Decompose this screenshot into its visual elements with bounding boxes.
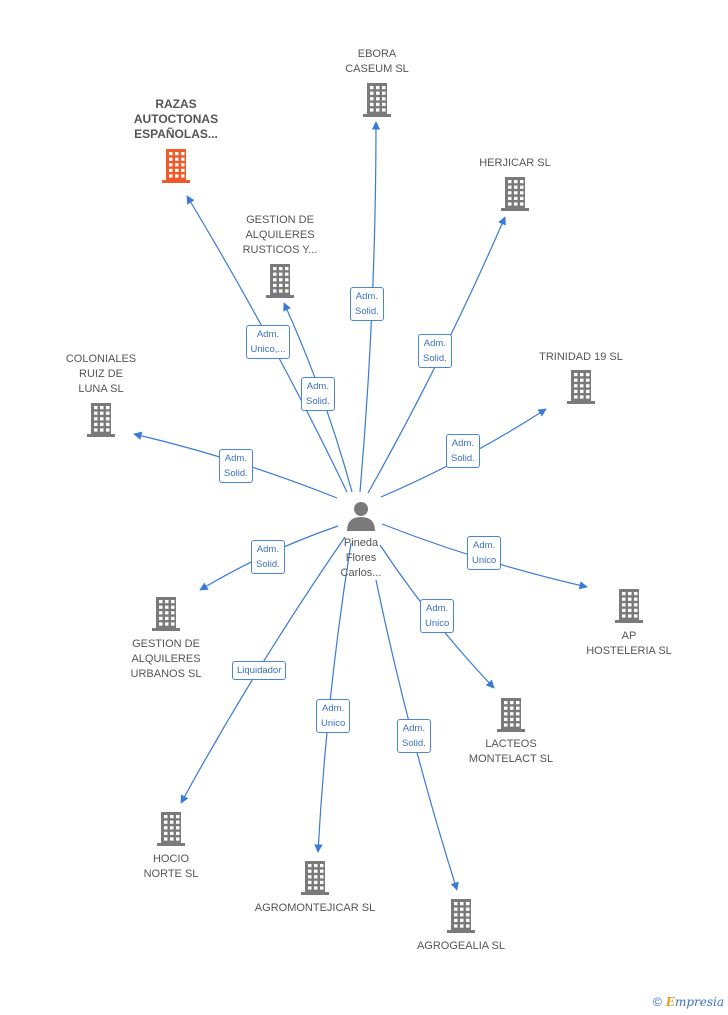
building-icon-agrogealia[interactable] xyxy=(447,899,475,933)
role-text: Adm. xyxy=(402,723,425,734)
role-tag-coloniales[interactable]: Adm. Solid. xyxy=(219,449,253,483)
role-text: Liquidador xyxy=(237,664,282,676)
role-tag-gestion-rusticos[interactable]: Adm. Solid. xyxy=(301,377,335,411)
role-text: Adm. xyxy=(256,544,279,555)
role-text: Adm. xyxy=(306,381,329,392)
role-tag-ap-hosteleria[interactable]: Adm. Unico xyxy=(467,536,502,570)
company-name-line: ESPAÑOLAS... xyxy=(134,127,218,141)
role-text: Adm. xyxy=(473,540,496,551)
company-name-line: HOSTELERIA SL xyxy=(586,645,672,657)
building-icon-herjicar[interactable] xyxy=(501,177,529,211)
company-name-line: LACTEOS xyxy=(485,738,537,750)
role-text: Solid. xyxy=(306,396,330,407)
building-icon-hocio[interactable] xyxy=(157,812,185,846)
company-label-gestion-rusticos[interactable]: GESTION DE ALQUILERES RUSTICOS Y... xyxy=(205,213,355,258)
role-tag-trinidad[interactable]: Adm. Solid. xyxy=(446,434,480,468)
role-tag-hocio[interactable]: Liquidador xyxy=(232,660,287,680)
building-icon-ebora[interactable] xyxy=(363,83,391,117)
role-text: Adm. xyxy=(224,453,247,464)
role-text: Adm. xyxy=(322,703,345,714)
role-tag-agrogealia[interactable]: Adm. Solid. xyxy=(397,719,431,753)
company-label-lacteos[interactable]: LACTEOS MONTELACT SL xyxy=(436,737,586,767)
role-text: Solid. xyxy=(355,306,379,317)
company-label-ap-hosteleria[interactable]: AP HOSTELERIA SL xyxy=(554,629,704,659)
company-name-line: HERJICAR SL xyxy=(479,157,551,169)
role-text: Solid. xyxy=(402,738,426,749)
company-name-line: AGROMONTEJICAR SL xyxy=(254,902,376,914)
role-text: Unico xyxy=(472,555,497,566)
company-name-line: GESTION DE xyxy=(246,214,314,226)
role-tag-ebora[interactable]: Adm. Solid. xyxy=(350,287,384,321)
company-name-line: AP xyxy=(621,630,637,642)
role-tag-agromontejicar[interactable]: Adm. Unico xyxy=(316,699,351,733)
copyright-symbol: © xyxy=(652,995,662,1009)
company-name-line: LUNA SL xyxy=(78,383,124,395)
role-text: Unico,... xyxy=(250,344,286,355)
building-icon-agromontejicar[interactable] xyxy=(301,861,329,895)
building-icon-trinidad[interactable] xyxy=(567,370,595,404)
footer[interactable]: ©Empresia xyxy=(653,995,724,1009)
company-label-ebora[interactable]: EBORA CASEUM SL xyxy=(302,47,452,77)
building-icon-razas[interactable] xyxy=(162,149,190,183)
company-label-agromontejicar[interactable]: AGROMONTEJICAR SL xyxy=(240,901,390,916)
company-label-herjicar[interactable]: HERJICAR SL xyxy=(440,156,590,171)
building-icon-lacteos[interactable] xyxy=(497,698,525,732)
role-text: Solid. xyxy=(423,353,447,364)
company-name-line: NORTE SL xyxy=(143,868,199,880)
company-label-agrogealia[interactable]: AGROGEALIA SL xyxy=(386,939,536,954)
company-name-line: EBORA xyxy=(357,48,397,60)
company-name-line: RUIZ DE xyxy=(79,368,123,380)
role-text: Solid. xyxy=(451,453,475,464)
company-name-line: ALQUILERES xyxy=(245,229,315,241)
person-icon[interactable] xyxy=(347,502,375,531)
role-text: Adm. xyxy=(256,329,280,340)
role-tag-lacteos[interactable]: Adm. Unico xyxy=(420,599,455,633)
company-label-hocio[interactable]: HOCIO NORTE SL xyxy=(96,852,246,882)
company-name-line: TRINIDAD 19 SL xyxy=(539,351,623,363)
role-text: Adm. xyxy=(423,338,446,349)
role-text: Unico xyxy=(425,618,450,629)
company-label-trinidad[interactable]: TRINIDAD 19 SL xyxy=(506,350,656,365)
role-tag-razas[interactable]: Adm. Unico,... xyxy=(245,325,291,359)
center-name-line: Pineda xyxy=(343,537,379,549)
role-text: Solid. xyxy=(256,559,280,570)
company-name-line: GESTION DE xyxy=(132,638,200,650)
company-label-gestion-urbanos[interactable]: GESTION DE ALQUILERES URBANOS SL xyxy=(91,637,241,682)
company-name-line: RAZAS xyxy=(155,97,197,111)
role-text: Adm. xyxy=(355,291,378,302)
building-icon-coloniales[interactable] xyxy=(87,403,115,437)
brand-logo[interactable]: Empresia xyxy=(665,995,724,1009)
company-name-line: URBANOS SL xyxy=(130,668,202,680)
company-name-line: MONTELACT SL xyxy=(468,753,554,765)
company-name-line: AUTOCTONAS xyxy=(133,112,219,126)
company-name-line: HOCIO xyxy=(152,853,190,865)
edge-agromontejicar xyxy=(314,542,352,853)
building-icon-gestion-rusticos[interactable] xyxy=(266,264,294,298)
company-name-line: RUSTICOS Y... xyxy=(242,244,318,256)
building-icon-ap-hosteleria[interactable] xyxy=(615,589,643,623)
center-name-line: Flores xyxy=(345,552,377,564)
role-tag-gestion-urbanos[interactable]: Adm. Solid. xyxy=(251,540,285,574)
role-tag-herjicar[interactable]: Adm. Solid. xyxy=(418,334,452,368)
company-name-line: COLONIALES xyxy=(65,353,137,365)
building-icon-gestion-urbanos[interactable] xyxy=(152,597,180,631)
icon-group xyxy=(87,83,643,933)
center-name-line: Carlos... xyxy=(340,567,382,579)
company-name-line: ALQUILERES xyxy=(131,653,201,665)
company-name-line: AGROGEALIA SL xyxy=(416,940,506,952)
role-text: Adm. xyxy=(426,603,449,614)
role-text: Adm. xyxy=(451,438,474,449)
company-name-line: CASEUM SL xyxy=(345,63,409,75)
company-label-coloniales[interactable]: COLONIALES RUIZ DE LUNA SL xyxy=(26,352,176,397)
role-text: Solid. xyxy=(224,468,248,479)
role-text: Unico xyxy=(321,718,346,729)
